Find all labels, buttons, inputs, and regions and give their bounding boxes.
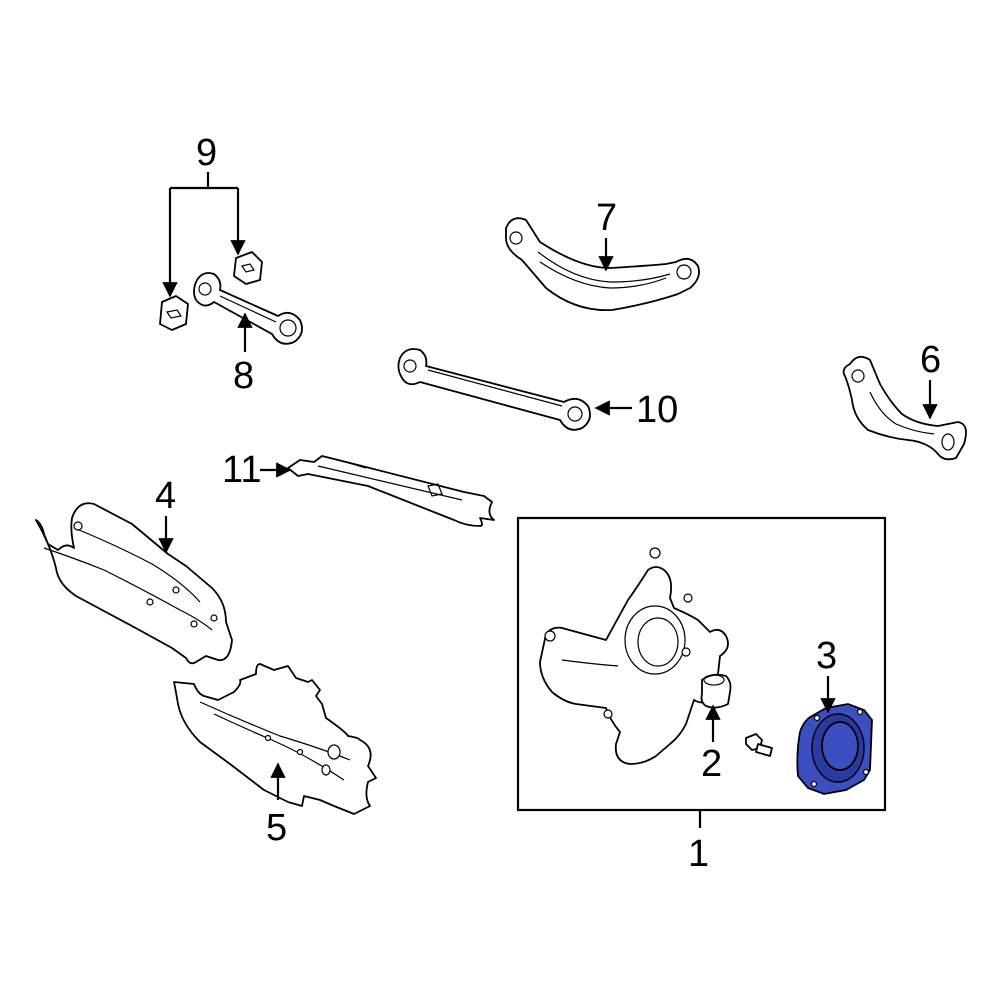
callout-label-8[interactable]: 8 <box>233 355 254 397</box>
part-9-bushings[interactable] <box>159 251 263 331</box>
part-4-heat-shield[interactable] <box>35 502 233 665</box>
callout-label-4[interactable]: 4 <box>155 475 176 517</box>
part-10-lateral-link[interactable] <box>397 348 591 431</box>
callout-label-3[interactable]: 3 <box>816 635 837 677</box>
callout-label-6[interactable]: 6 <box>920 339 941 381</box>
callout-label-5[interactable]: 5 <box>266 807 287 849</box>
callout-label-9[interactable]: 9 <box>196 132 217 174</box>
callout-label-1[interactable]: 1 <box>688 833 709 875</box>
bolt[interactable] <box>745 733 773 757</box>
part-5-heat-shield[interactable] <box>173 663 377 815</box>
part-11-shield[interactable] <box>287 455 495 527</box>
callout-label-2[interactable]: 2 <box>701 743 722 785</box>
callout-leader-9 <box>162 172 246 298</box>
callout-label-7[interactable]: 7 <box>596 197 617 239</box>
callout-label-11[interactable]: 11 <box>222 449 261 491</box>
part-3-hub-bearing[interactable] <box>796 703 873 795</box>
knuckle[interactable] <box>539 547 729 765</box>
part-1-assembly-box <box>516 516 887 812</box>
part-7-control-arm[interactable] <box>505 217 700 312</box>
part-6-control-arm[interactable] <box>842 355 967 461</box>
callout-label-10[interactable]: 10 <box>636 389 678 431</box>
part-8-link[interactable] <box>193 272 303 345</box>
part-2-bushing[interactable] <box>700 673 732 709</box>
